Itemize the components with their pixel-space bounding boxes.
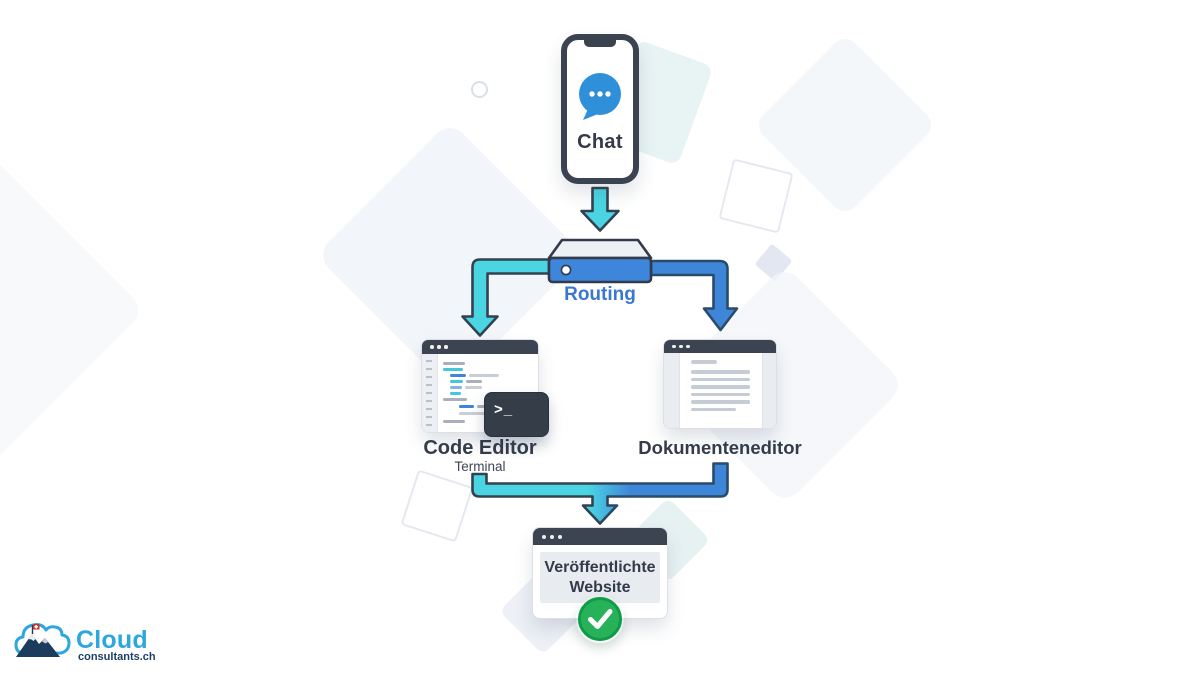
window-dot [437, 345, 441, 349]
window-dot [686, 344, 690, 349]
website-content-panel: Veröffentlichte Website [540, 552, 660, 603]
terminal-window: >_ [484, 392, 549, 437]
success-check-icon [576, 595, 624, 643]
document-editor-label: Dokumenteneditor [638, 437, 802, 458]
code-editor-label: Code Editor [423, 437, 537, 459]
terminal-label: Terminal [454, 459, 506, 474]
phone-frame: Chat [561, 34, 639, 184]
bg-diamond [0, 154, 146, 466]
arrow-phone-to-routing [580, 186, 620, 232]
logo-brand-name: Cloud [76, 626, 148, 654]
phone-notch [584, 39, 616, 47]
document-editor-titlebar [664, 340, 776, 353]
line-number-gutter [422, 354, 438, 432]
window-dot [542, 534, 546, 539]
terminal-prompt-icon: >_ [494, 401, 514, 418]
doc-right-margin [762, 353, 776, 428]
bg-outlined-diamond [718, 158, 794, 234]
bg-outlined-diamond [400, 469, 474, 543]
code-lines [438, 354, 538, 432]
doc-left-margin [664, 353, 680, 428]
document-editor-window [664, 340, 776, 428]
code-editor-window [422, 340, 538, 432]
cloud-consultants-logo-icon [14, 623, 71, 657]
window-dot [444, 345, 448, 349]
website-titlebar [533, 528, 667, 545]
window-dot [558, 534, 562, 539]
code-editor-titlebar [422, 340, 538, 354]
window-dot [672, 344, 676, 349]
chat-label: Chat [577, 131, 623, 153]
website-label-line2: Website [569, 578, 631, 596]
logo-domain: consultants.ch [78, 651, 156, 663]
routing-label: Routing [564, 284, 636, 305]
mountain [16, 634, 60, 657]
doc-text-lines [680, 353, 762, 428]
router-icon [547, 238, 653, 284]
window-dot [430, 345, 434, 349]
router-led [560, 264, 572, 276]
window-dot [550, 534, 554, 539]
chat-bubble-icon [579, 73, 621, 120]
bg-circle [471, 81, 488, 98]
website-label-line1: Veröffentlichte [544, 558, 656, 576]
window-dot [679, 344, 683, 349]
